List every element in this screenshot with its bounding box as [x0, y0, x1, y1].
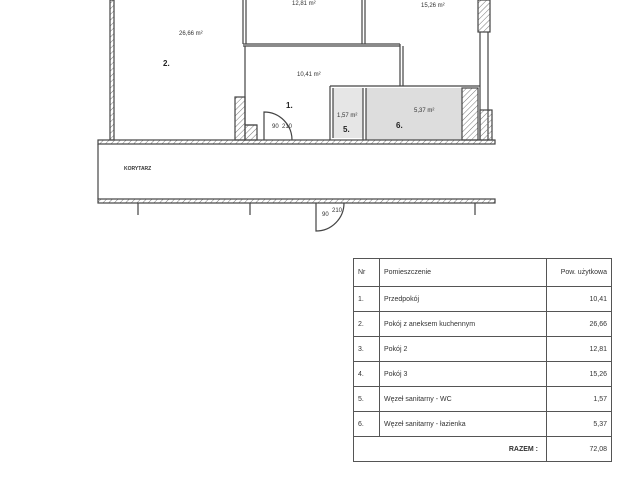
room-area: 10,41 m²	[297, 72, 321, 78]
row-area: 1,57	[546, 386, 612, 412]
floor-plan	[97, 0, 496, 232]
door-height: 210	[332, 208, 343, 214]
door-height: 210	[282, 124, 293, 130]
row-area: 12,81	[546, 336, 612, 362]
room-number: 5.	[343, 125, 350, 134]
row-nr: 2.	[353, 311, 380, 337]
room-number: 6.	[396, 121, 403, 130]
row-nr: 1.	[353, 286, 380, 312]
row-room: Węzeł sanitarny - łazienka	[379, 411, 547, 437]
row-area: 26,66	[546, 311, 612, 337]
row-area: 5,37	[546, 411, 612, 437]
row-nr: 4.	[353, 361, 380, 387]
room-area: 26,66 m²	[179, 31, 203, 37]
table-header: Nr Pomieszczenie Pow. użytkowa	[353, 258, 612, 287]
row-room: Pokój 3	[379, 361, 547, 387]
room-area: 12,81 m²	[292, 1, 316, 7]
room-area-table: Nr Pomieszczenie Pow. użytkowa 1.Przedpo…	[353, 258, 612, 462]
room-number: 1.	[286, 101, 293, 110]
row-nr: 5.	[353, 386, 380, 412]
room-area: 1,57 m²	[337, 113, 358, 119]
row-room: Pokój z aneksem kuchennym	[379, 311, 547, 337]
row-nr: 3.	[353, 336, 380, 362]
row-room: Przedpokój	[379, 286, 547, 312]
door-width: 90	[322, 212, 329, 218]
header-nr: Nr	[353, 258, 380, 287]
corridor-label: KORYTARZ	[124, 166, 152, 172]
row-area: 15,26	[546, 361, 612, 387]
total-label: RAZEM :	[353, 436, 547, 462]
room-area: 5,37 m²	[414, 108, 435, 114]
row-area: 10,41	[546, 286, 612, 312]
row-room: Pokój 2	[379, 336, 547, 362]
room-number: 2.	[163, 59, 170, 68]
row-nr: 6.	[353, 411, 380, 437]
door-width: 90	[272, 124, 279, 130]
total-row: RAZEM : 72,08	[353, 436, 612, 462]
header-room: Pomieszczenie	[379, 258, 547, 287]
header-area: Pow. użytkowa	[546, 258, 612, 287]
total-value: 72,08	[546, 436, 612, 462]
row-room: Węzeł sanitarny - WC	[379, 386, 547, 412]
bathroom-fill	[366, 88, 462, 140]
door-arc	[263, 111, 293, 141]
door-arc	[315, 202, 345, 232]
room-area: 15,26 m²	[421, 3, 445, 9]
